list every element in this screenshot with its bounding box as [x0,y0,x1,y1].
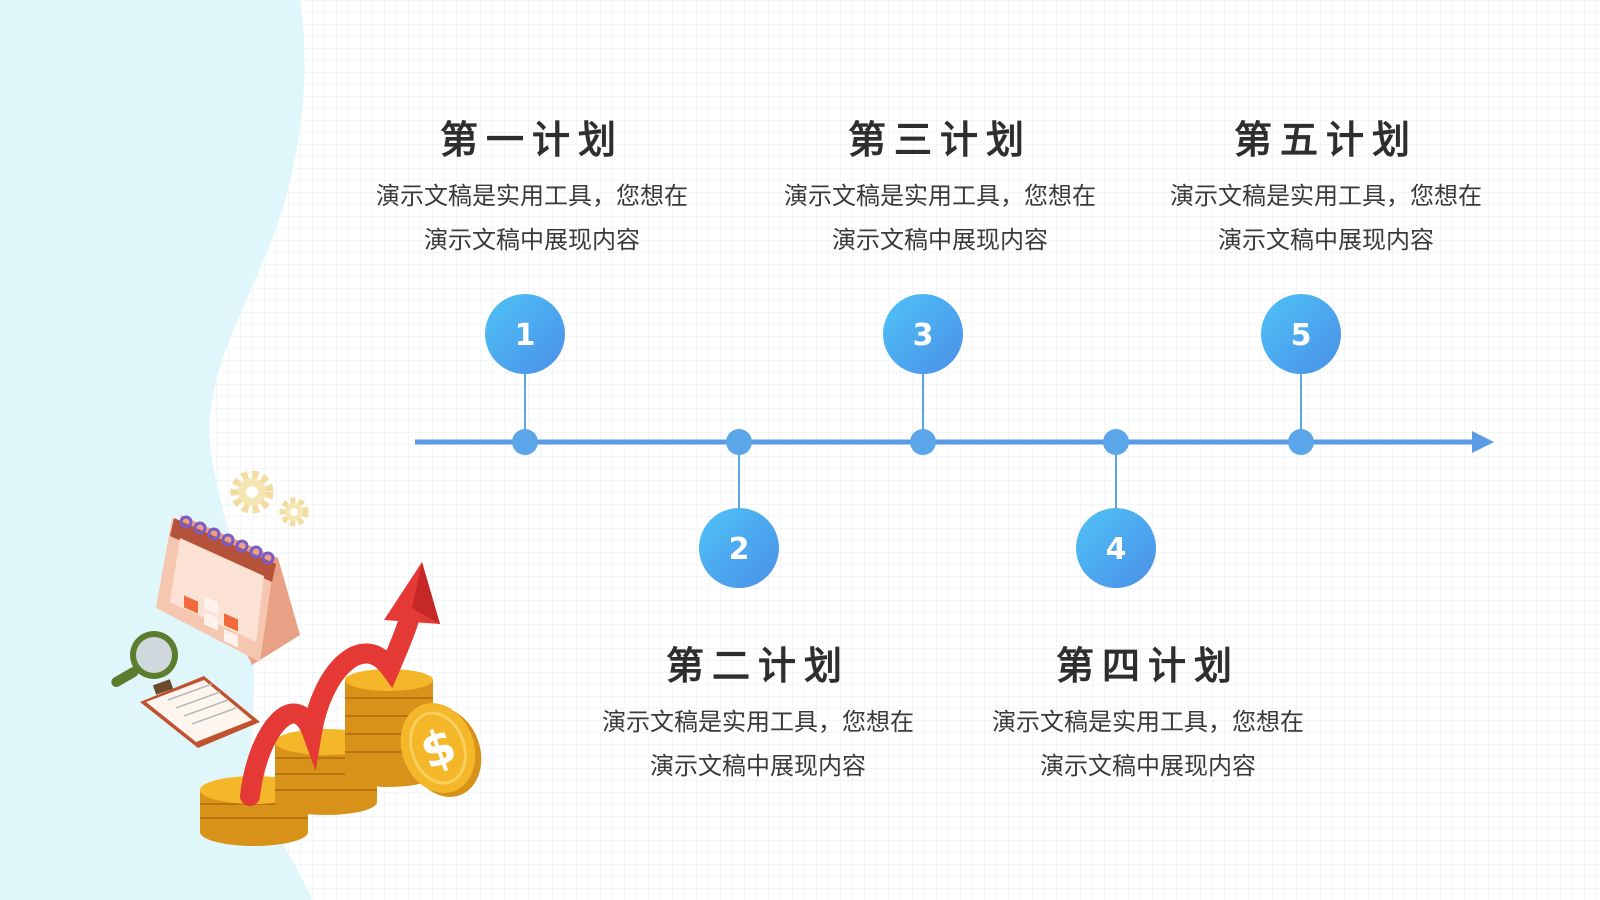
node-number: 2 [729,532,750,567]
plan-description-line-2: 演示文稿中展现内容 [424,226,640,254]
node-number: 4 [1106,532,1127,567]
timeline-node-5: 5 [1261,294,1341,455]
clipboard-icon [140,676,260,748]
plan-description-line-2: 演示文稿中展现内容 [650,752,866,780]
plan-description-line-2: 演示文稿中展现内容 [1218,226,1434,254]
plan-title: 第三计划 [847,118,1032,162]
plan-description-line-2: 演示文稿中展现内容 [832,226,1048,254]
plan-title: 第一计划 [439,118,624,162]
plan-description-line-1: 演示文稿是实用工具，您想在 [602,708,914,736]
plan-description-line-1: 演示文稿是实用工具，您想在 [784,182,1096,210]
timeline-node-2: 2 [699,429,779,588]
node-number: 3 [913,318,934,353]
growth-arrow-icon [240,562,440,806]
dollar-coin-icon: $ [400,703,482,797]
magnifier-icon [111,631,178,687]
finance-illustration: $ [111,470,482,846]
timeline-arrowhead [1472,431,1494,453]
timeline-node-4: 4 [1076,429,1156,588]
timeline-node-1: 1 [485,294,565,455]
plan-description-line-1: 演示文稿是实用工具，您想在 [376,182,688,210]
plan-block-4: 第四计划 演示文稿是实用工具，您想在 演示文稿中展现内容 [958,642,1338,788]
node-number: 5 [1291,318,1312,353]
plan-block-3: 第三计划 演示文稿是实用工具，您想在 演示文稿中展现内容 [750,116,1130,262]
node-number: 1 [515,318,536,353]
plan-block-5: 第五计划 演示文稿是实用工具，您想在 演示文稿中展现内容 [1136,116,1516,262]
plan-description-line-1: 演示文稿是实用工具，您想在 [1170,182,1482,210]
plan-title: 第四计划 [1055,644,1240,688]
plan-block-2: 第二计划 演示文稿是实用工具，您想在 演示文稿中展现内容 [568,642,948,788]
plan-block-1: 第一计划 演示文稿是实用工具，您想在 演示文稿中展现内容 [342,116,722,262]
calendar-icon [156,515,300,665]
gear-icon [230,470,309,527]
plan-description-line-2: 演示文稿中展现内容 [1040,752,1256,780]
timeline-node-3: 3 [883,294,963,455]
plan-title: 第二计划 [665,644,850,688]
plan-title: 第五计划 [1233,118,1418,162]
plan-description-line-1: 演示文稿是实用工具，您想在 [992,708,1304,736]
